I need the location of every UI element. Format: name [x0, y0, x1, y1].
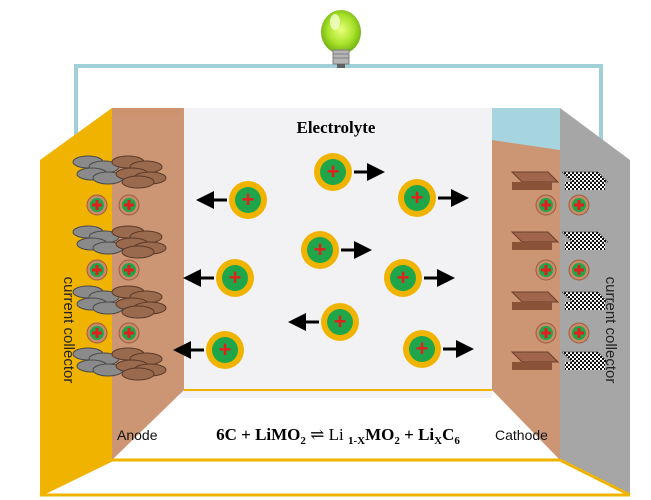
- ion-symbol: +: [416, 336, 429, 361]
- lithium-ion: +: [183, 259, 254, 297]
- electrode-ion: [535, 259, 557, 281]
- ion-symbol: +: [334, 309, 347, 334]
- electrode-ion: [86, 322, 108, 344]
- light-bulb-icon: [321, 10, 361, 68]
- electrode-ion: [568, 259, 590, 281]
- cathode-top-highlight: [492, 108, 560, 150]
- ion-symbol: +: [314, 237, 327, 262]
- lithium-ion: +: [384, 259, 455, 297]
- ions-layer: + + + + + + + + +: [173, 153, 474, 369]
- ion-symbol: +: [327, 159, 340, 184]
- ion-symbol: +: [411, 185, 424, 210]
- electrode-ion: [535, 194, 557, 216]
- lithium-ion: +: [398, 179, 469, 217]
- electrode-ions: [86, 194, 590, 344]
- lithium-ion: +: [173, 331, 244, 369]
- current-collector-left-label: current collector: [60, 277, 77, 384]
- electrode-ion: [568, 322, 590, 344]
- electrode-ion: [118, 259, 140, 281]
- ion-symbol: +: [219, 337, 232, 362]
- lithium-ion: +: [288, 303, 359, 341]
- anode-graphite: [72, 155, 167, 381]
- electrode-ion: [535, 322, 557, 344]
- ion-symbol: +: [242, 187, 255, 212]
- electrode-ion: [86, 194, 108, 216]
- electrode-ion: [118, 194, 140, 216]
- cathode-layer: [492, 108, 560, 460]
- lithium-ion: +: [196, 181, 267, 219]
- cathode-label: Cathode: [495, 427, 548, 443]
- electrode-ion: [86, 259, 108, 281]
- lithium-ion: +: [403, 330, 474, 368]
- current-collector-right-label: current collector: [602, 277, 619, 384]
- electrode-ion: [118, 322, 140, 344]
- anode-label: Anode: [117, 427, 158, 443]
- electrode-ion: [568, 194, 590, 216]
- lithium-ion: +: [301, 231, 372, 269]
- reaction-equation: 6C + LiMO2 ⇌ Li 1-XMO2 + LiXC6: [216, 425, 460, 447]
- electrolyte-label: Electrolyte: [297, 118, 376, 137]
- cell-bottom-frame: [39, 458, 631, 497]
- lithium-ion: +: [314, 153, 385, 191]
- ion-symbol: +: [229, 265, 242, 290]
- cathode-slabs: [510, 171, 609, 370]
- ion-symbol: +: [397, 265, 410, 290]
